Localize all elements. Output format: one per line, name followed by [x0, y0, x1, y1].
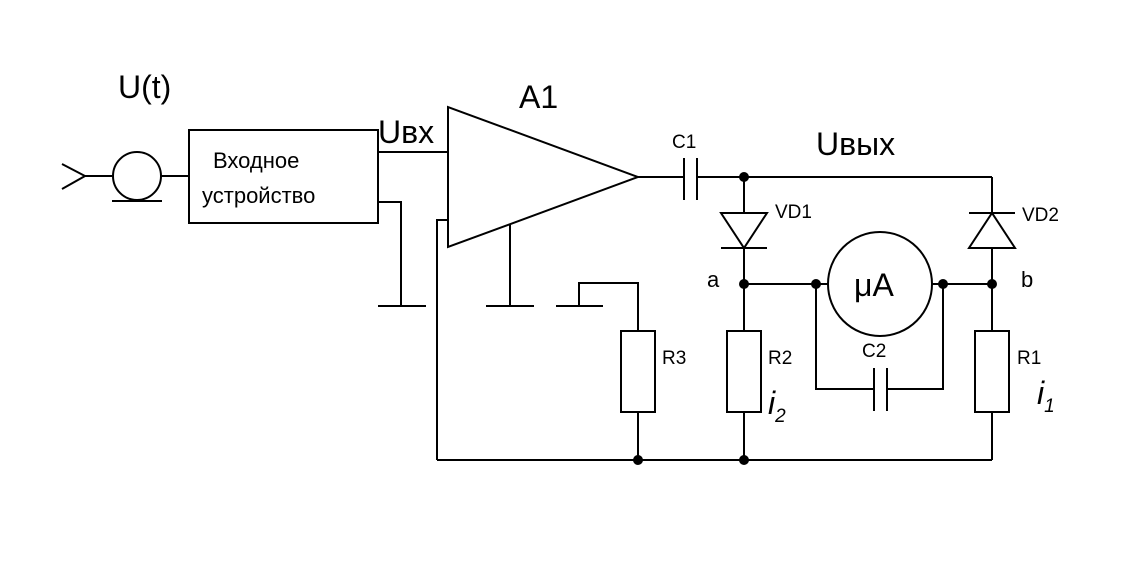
node-a-label: a — [707, 267, 720, 292]
node-b-dot — [987, 279, 997, 289]
resistor-r2 — [726, 330, 762, 413]
input-connector-icon — [61, 163, 112, 190]
meter-label: μA — [854, 267, 894, 303]
vd2-label: VD2 — [1022, 205, 1059, 226]
wire-c2-left — [815, 284, 874, 390]
c1-label: C1 — [672, 132, 696, 153]
resistor-r3 — [620, 330, 656, 413]
diode-vd1-icon — [719, 212, 769, 250]
amplifier-label: A1 — [519, 79, 558, 115]
resistor-r1 — [974, 330, 1010, 413]
signal-source-icon — [112, 151, 189, 202]
wire-c2-right — [887, 284, 944, 390]
amplifier-a1 — [447, 105, 641, 249]
i1-label: i1 — [1037, 375, 1055, 417]
diode-vd2-icon — [967, 211, 1017, 249]
capacitor-c1-icon — [683, 158, 698, 200]
c2-label: C2 — [862, 341, 886, 362]
source-label: U(t) — [118, 69, 171, 105]
vd1-label: VD1 — [775, 202, 812, 223]
r1-label: R1 — [1017, 348, 1041, 369]
junction-r2-bottom — [739, 455, 749, 465]
r2-label: R2 — [768, 348, 792, 369]
uout-label: Uвых — [816, 126, 895, 162]
r3-label: R3 — [662, 348, 686, 369]
wire-r3-top — [578, 282, 639, 331]
capacitor-c2-icon — [873, 368, 888, 411]
uin-label: Uвх — [378, 114, 434, 150]
wire-amp-feedback — [436, 219, 448, 460]
input-device-label-line1: Входное — [213, 148, 299, 173]
input-device-label-line2: устройство — [202, 183, 315, 208]
junction-r3-bottom — [633, 455, 643, 465]
i2-label: i2 — [768, 385, 786, 427]
input-device-block — [188, 129, 379, 224]
node-b-label: b — [1021, 267, 1033, 292]
wire-input-ground — [378, 201, 402, 306]
